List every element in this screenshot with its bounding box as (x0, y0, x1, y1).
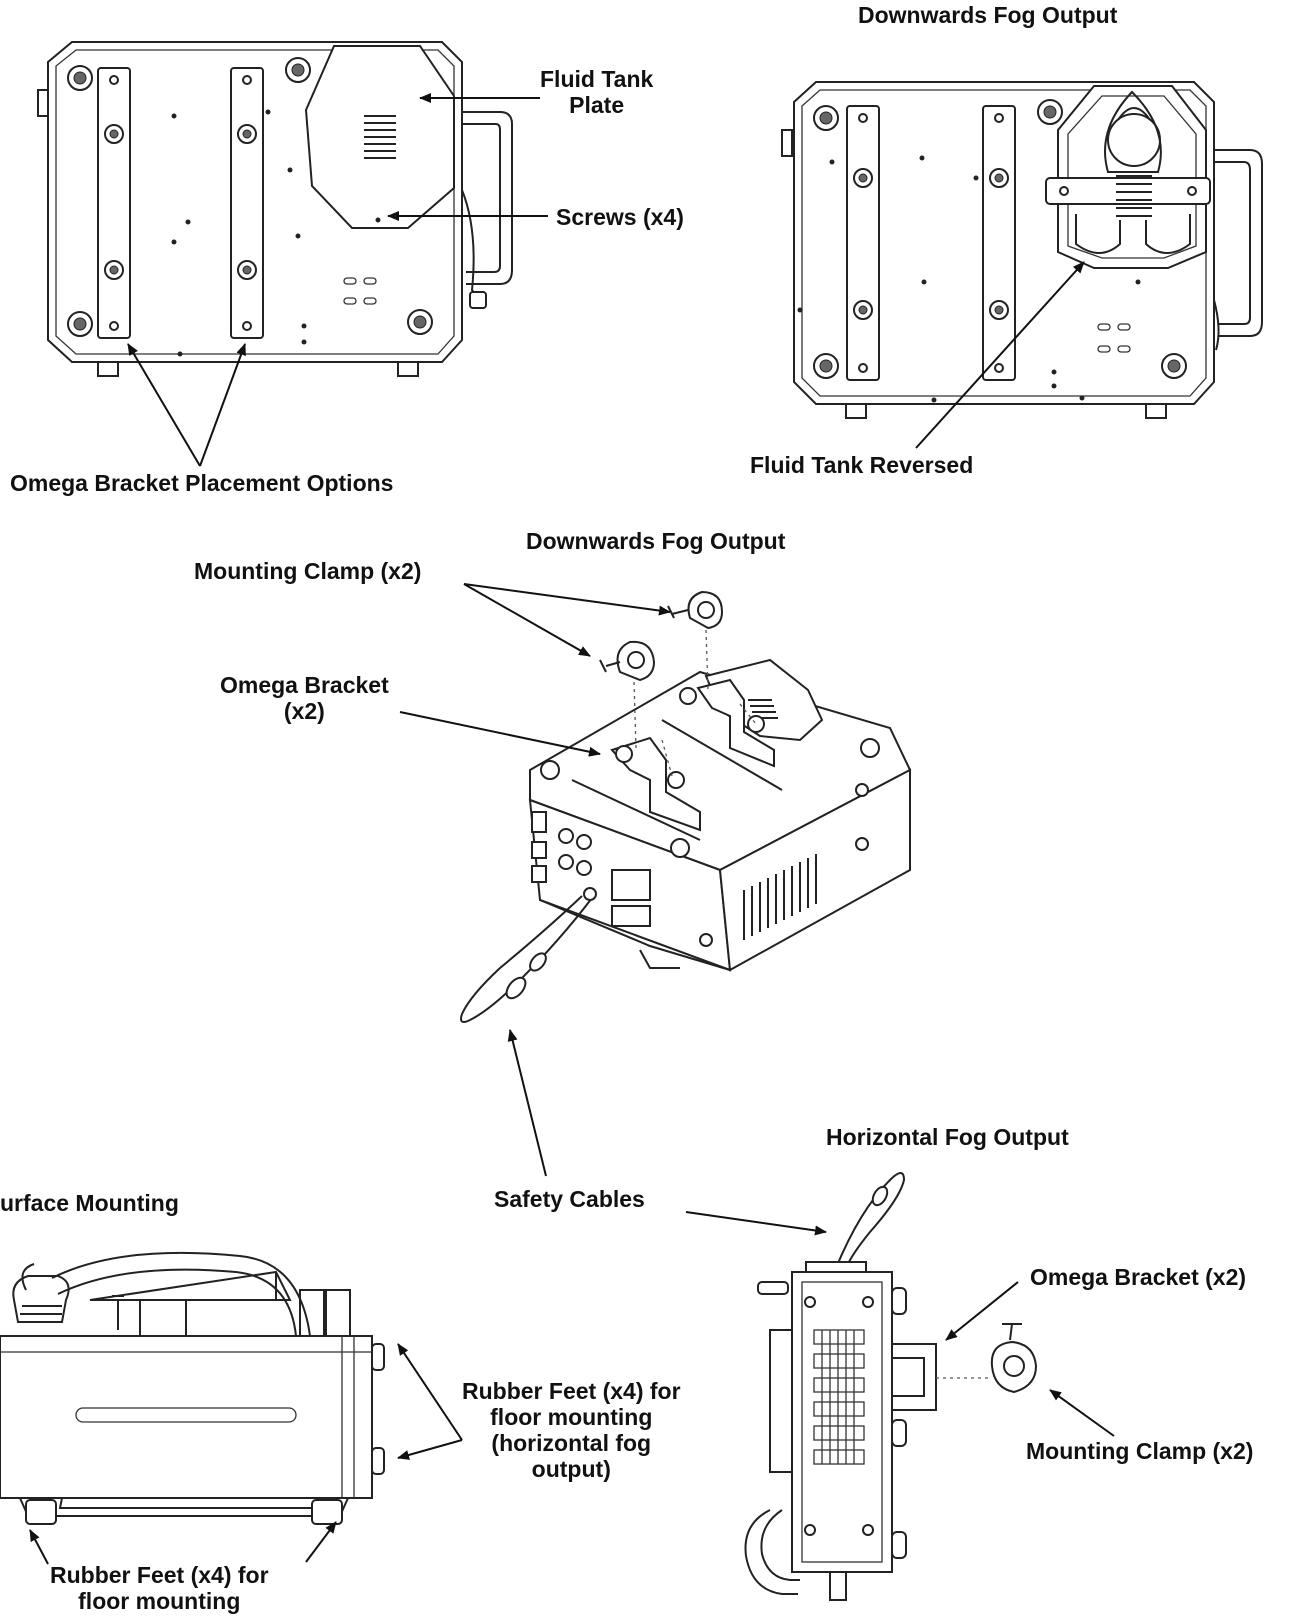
label-rubber-feet-floor: Rubber Feet (x4) for floor mounting (50, 1562, 269, 1614)
label-mounting-clamp-right: Mounting Clamp (x2) (1026, 1438, 1254, 1464)
top-right-unit-tank-reversed (781, 81, 1263, 419)
top-left-unit-bottom-view (37, 41, 513, 377)
screw-icon (104, 124, 257, 280)
label-fluid-tank-plate: Fluid Tank Plate (540, 66, 654, 118)
safety-cable-icon (460, 887, 597, 1023)
label-omega-bracket-right: Omega Bracket (x2) (1030, 1264, 1247, 1290)
middle-unit-isometric (460, 590, 912, 1023)
bottom-right-unit-horizontal (744, 1172, 1038, 1601)
tank-neck-ribs (1116, 175, 1152, 217)
label-omega-bracket-placement: Omega Bracket Placement Options (10, 470, 394, 496)
bottom-left-unit-side-view (0, 1251, 385, 1525)
side-vents (743, 854, 817, 940)
label-omega-bracket-mid: Omega Bracket (x2) (220, 672, 389, 724)
label-safety-cables: Safety Cables (494, 1186, 645, 1212)
label-fluid-tank-reversed: Fluid Tank Reversed (750, 452, 974, 478)
label-downwards-fog-output-top: Downwards Fog Output (858, 2, 1118, 28)
label-downwards-fog-output-mid: Downwards Fog Output (526, 528, 786, 554)
label-rubber-feet-horizontal: Rubber Feet (x4) for floor mounting (hor… (462, 1378, 681, 1482)
label-mounting-clamp-mid: Mounting Clamp (x2) (194, 558, 422, 584)
horizontal-unit-vents (813, 1329, 865, 1465)
mounting-clamp-icon (990, 1323, 1038, 1394)
label-surface-mounting: urface Mounting (0, 1190, 179, 1216)
label-horizontal-fog-output: Horizontal Fog Output (826, 1124, 1069, 1150)
mounting-clamp-icon (599, 590, 724, 682)
tank-vent-slots (364, 115, 396, 159)
label-screws: Screws (x4) (556, 204, 684, 230)
